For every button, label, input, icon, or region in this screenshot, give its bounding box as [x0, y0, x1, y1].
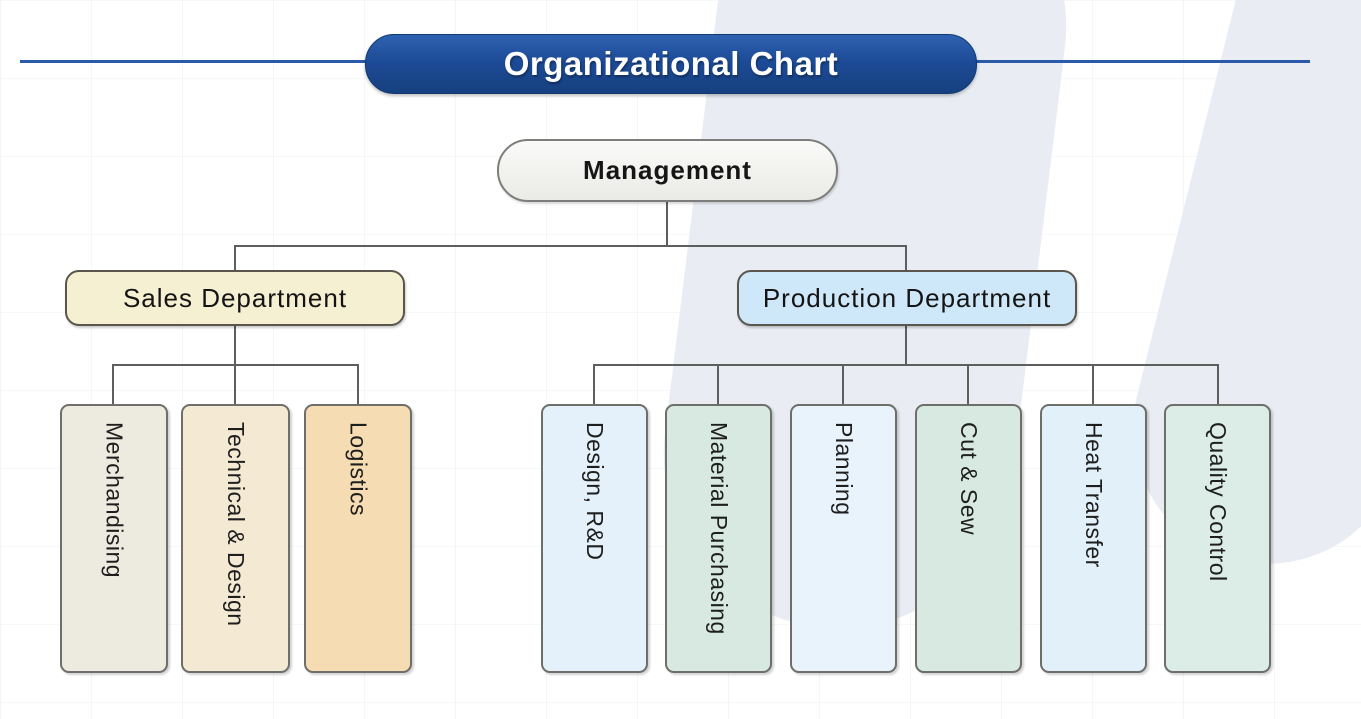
- design-rd-label: Design, R&D: [582, 422, 608, 561]
- connector-line: [666, 202, 668, 246]
- planning-label: Planning: [831, 422, 857, 516]
- child-box-cut-sew: Cut & Sew: [915, 404, 1022, 673]
- connector-line: [234, 364, 236, 405]
- merchandising-label: Merchandising: [101, 422, 128, 579]
- chart-title: Organizational Chart: [503, 45, 839, 82]
- management-label: Management: [583, 155, 752, 185]
- child-box-design-rd: Design, R&D: [541, 404, 648, 673]
- connector-line: [905, 324, 907, 366]
- technical-design-label: Technical & Design: [223, 422, 249, 627]
- quality-control-label: Quality Control: [1205, 422, 1231, 582]
- connector-line: [234, 245, 236, 271]
- production-department-label: Production Department: [762, 282, 1052, 313]
- cut-sew-label: Cut & Sew: [956, 422, 982, 536]
- connector-line: [593, 364, 1219, 366]
- connector-line: [234, 324, 236, 366]
- child-box-technical-design: Technical & Design: [181, 404, 290, 673]
- connector-line: [234, 245, 907, 247]
- child-box-heat-transfer: Heat Transfer: [1040, 404, 1147, 673]
- management-box: Management: [497, 139, 838, 202]
- sales-department-label: Sales Department: [122, 282, 348, 313]
- material-purchasing-label: Material Purchasing: [706, 422, 732, 635]
- connector-line: [1092, 364, 1094, 405]
- connector-line: [842, 364, 844, 405]
- connector-line: [967, 364, 969, 405]
- production-department-box: Production Department: [737, 270, 1077, 326]
- chart-title-banner: Organizational Chart: [365, 34, 977, 94]
- connector-line: [1217, 364, 1219, 405]
- child-box-logistics: Logistics: [304, 404, 412, 673]
- child-box-quality-control: Quality Control: [1164, 404, 1271, 673]
- child-box-material-purchasing: Material Purchasing: [665, 404, 772, 673]
- logistics-label: Logistics: [345, 422, 372, 516]
- connector-line: [717, 364, 719, 405]
- child-box-merchandising: Merchandising: [60, 404, 168, 673]
- heat-transfer-label: Heat Transfer: [1081, 422, 1107, 568]
- connector-line: [905, 245, 907, 271]
- connector-line: [357, 364, 359, 405]
- sales-department-box: Sales Department: [65, 270, 405, 326]
- connector-line: [593, 364, 595, 405]
- child-box-planning: Planning: [790, 404, 897, 673]
- connector-line: [112, 364, 114, 405]
